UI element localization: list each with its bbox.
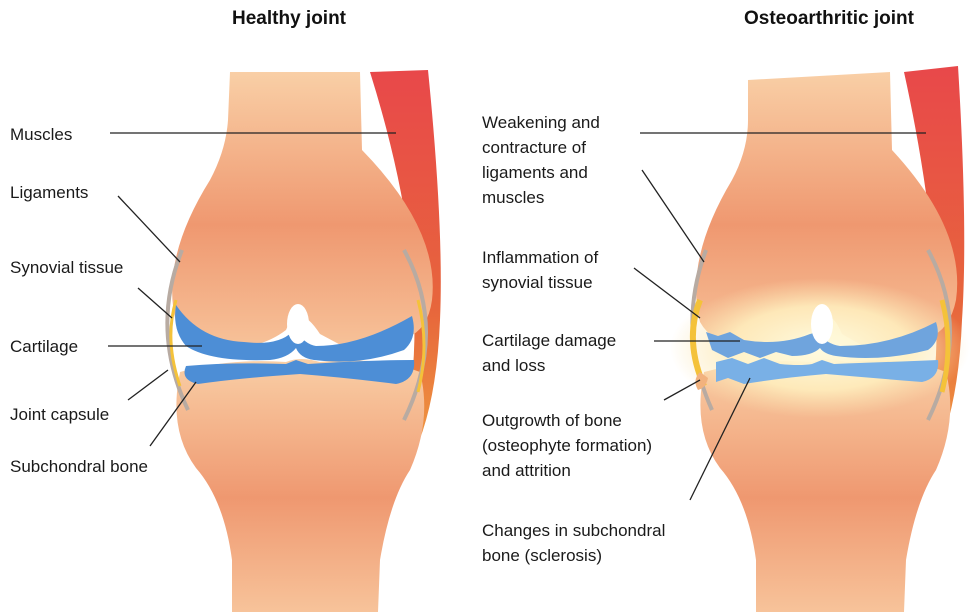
label-cartilage: Cartilage — [10, 334, 78, 359]
label-weakening-line-2: contracture of — [482, 135, 600, 160]
healthy-title: Healthy joint — [232, 8, 346, 30]
oa-intercondylar-notch — [811, 304, 833, 344]
healthy-lower-bone — [176, 359, 424, 612]
label-subchondral-bone: Subchondral bone — [10, 454, 148, 479]
oa-title: Osteoarthritic joint — [744, 8, 914, 30]
label-inflammation-line-2: synovial tissue — [482, 270, 598, 295]
label-outgrowth-line-2: (osteophyte formation) — [482, 433, 652, 458]
label-muscles: Muscles — [10, 122, 72, 147]
label-subchondral-changes-line-1: Changes in subchondral — [482, 518, 665, 543]
label-subchondral-changes: Changes in subchondral bone (sclerosis) — [482, 518, 665, 568]
label-cartilage-damage-line-2: and loss — [482, 353, 616, 378]
label-subchondral-changes-line-2: bone (sclerosis) — [482, 543, 665, 568]
label-ligaments: Ligaments — [10, 180, 88, 205]
label-weakening-line-1: Weakening and — [482, 110, 600, 135]
label-outgrowth: Outgrowth of bone (osteophyte formation)… — [482, 408, 652, 483]
leader-ligaments — [118, 196, 180, 262]
healthy-joint-illustration — [167, 70, 440, 612]
label-weakening-line-3: ligaments and — [482, 160, 600, 185]
label-weakening-line-4: muscles — [482, 185, 600, 210]
label-weakening-contracture: Weakening and contracture of ligaments a… — [482, 110, 600, 210]
label-inflammation: Inflammation of synovial tissue — [482, 245, 598, 295]
leader-weakening-ligament — [642, 170, 704, 262]
label-synovial-tissue: Synovial tissue — [10, 255, 123, 280]
label-joint-capsule: Joint capsule — [10, 402, 109, 427]
label-cartilage-damage-line-1: Cartilage damage — [482, 328, 616, 353]
label-cartilage-damage: Cartilage damage and loss — [482, 328, 616, 378]
leader-capsule — [128, 370, 168, 400]
leader-inflammation — [634, 268, 700, 318]
label-outgrowth-line-3: and attrition — [482, 458, 652, 483]
label-inflammation-line-1: Inflammation of — [482, 245, 598, 270]
oa-joint-illustration — [670, 66, 970, 612]
label-outgrowth-line-1: Outgrowth of bone — [482, 408, 652, 433]
healthy-intercondylar-notch — [287, 304, 309, 344]
leader-outgrowth — [664, 380, 700, 400]
